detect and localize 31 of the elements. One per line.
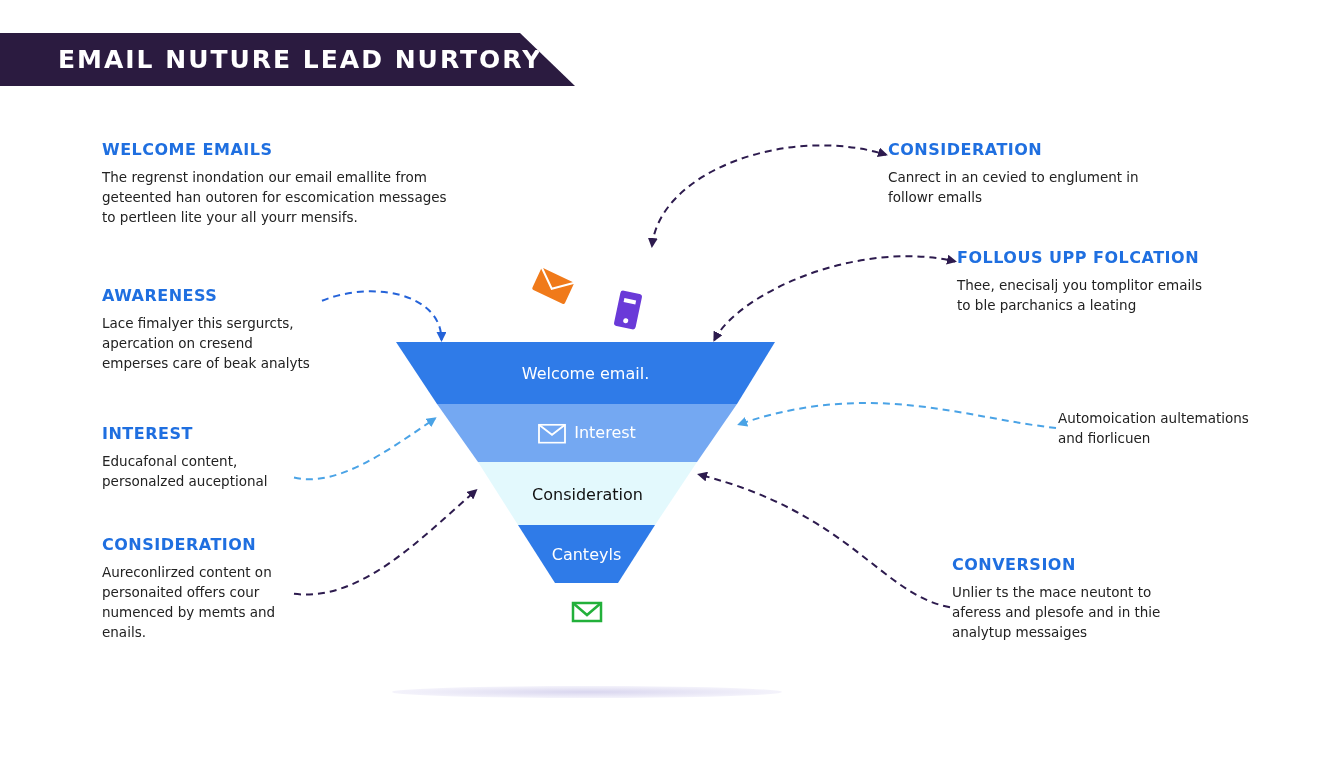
title-banner: EMAIL NUTURE LEAD NURTORY	[0, 33, 575, 86]
arrow	[737, 402, 1057, 429]
section-heading: CONVERSION	[952, 555, 1076, 574]
stage-label: Canteyls	[551, 544, 622, 564]
description-text: Unlier ts the mace neutont to aferess and plesofe and in thie analytup messaiges	[952, 583, 1162, 642]
arrow	[293, 489, 478, 596]
section-heading: AWARENESS	[102, 286, 218, 305]
description-text: Aureconlirzed content on personaited offers cour numenced by memts and enails.	[102, 563, 277, 642]
section-heading: WELCOME EMAILS	[102, 140, 273, 159]
section-heading: INTEREST	[102, 424, 193, 443]
stage-label: Interest	[574, 422, 636, 442]
description-text: Lace fimalyer this sergurcts, apercation on cresend emperses care of beak analyts	[102, 314, 311, 373]
funnel-stage	[518, 525, 655, 583]
description-text: Thee, enecisalj you tomplitor emails to ble parchanics a leating	[957, 276, 1203, 315]
stage-label: Consideration	[532, 484, 643, 503]
funnel-stage	[437, 404, 737, 462]
description-text: Canrect in an cevied to englument in followr emalls	[888, 168, 1140, 207]
description-text: The regrenst inondation our email emallite from geteented han outoren for escomication messages to pertleen lite your all yourr mensifs.	[102, 168, 448, 227]
funnel-stage	[396, 342, 775, 404]
arrow	[321, 290, 446, 342]
section-heading: FOLLOUS UPP FOLCATION	[957, 248, 1200, 267]
arrow	[649, 144, 888, 248]
arrow	[713, 255, 957, 342]
description-text: Automoication aultemations and fiorlicuen	[1058, 409, 1250, 448]
arrow	[697, 472, 951, 609]
description-text: Educafonal content, personalzed auceptional	[102, 452, 269, 491]
section-heading: CONSIDERATION	[102, 535, 257, 554]
section-heading: CONSIDERATION	[888, 140, 1043, 159]
funnel-stage	[478, 462, 697, 525]
arrow	[293, 417, 437, 481]
stage-label: Welcome email.	[521, 363, 650, 383]
